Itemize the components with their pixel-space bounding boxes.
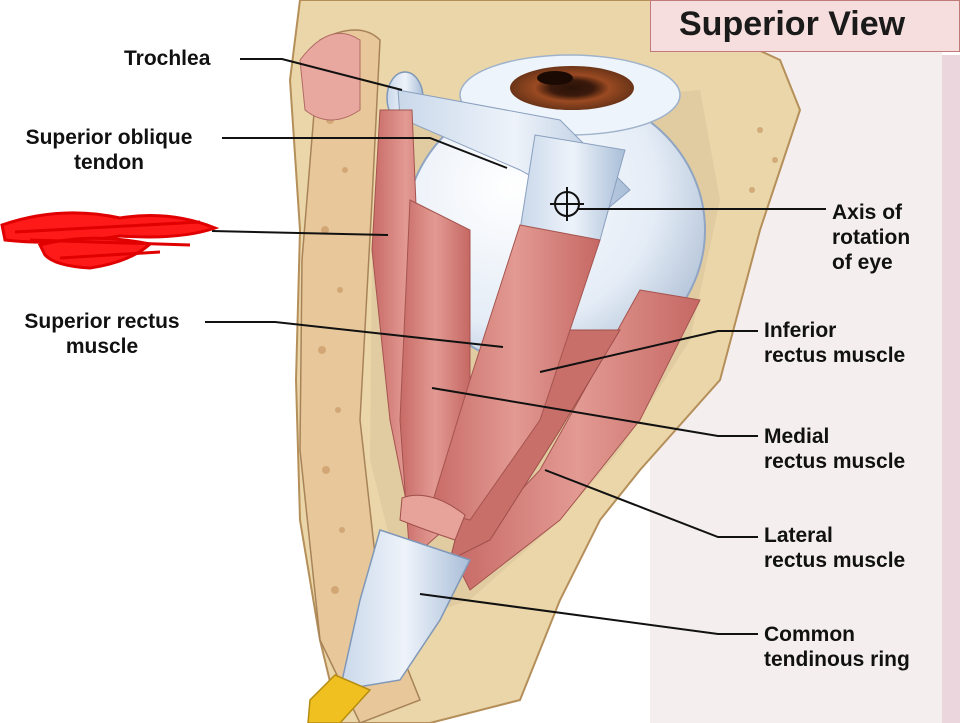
title-banner: Superior View: [650, 0, 960, 52]
label-common-tendinous-ring: Common tendinous ring: [764, 622, 910, 672]
label-axis-of-rotation: Axis of rotation of eye: [832, 200, 910, 275]
cut-muscle-end: [399, 494, 466, 541]
leader-medial-rectus: [431, 387, 758, 437]
axis-of-rotation-marker: [550, 187, 584, 221]
leader-inferior-rectus: [539, 330, 758, 373]
label-line: Medial: [764, 425, 830, 448]
label-inferior-rectus: Inferior rectus muscle: [764, 318, 905, 368]
label-line: Inferior: [764, 319, 837, 342]
common-tendinous-ring: [339, 529, 472, 691]
label-line: rotation: [832, 226, 911, 249]
superior-rectus-muscle: [429, 224, 601, 521]
leader-common-ring: [419, 593, 758, 635]
label-medial-rectus: Medial rectus muscle: [764, 424, 905, 474]
leader-trochlea: [240, 58, 403, 91]
lateral-rectus-muscle: [454, 289, 701, 591]
label-superior-oblique-tendon: Superior oblique tendon: [6, 125, 212, 175]
label-line: Superior rectus: [24, 310, 180, 333]
label-superior-rectus: Superior rectus muscle: [4, 309, 200, 359]
leader-superior-rectus: [205, 321, 504, 348]
label-line: muscle: [65, 335, 139, 358]
pupil: [537, 71, 573, 85]
left-bone-wall: [299, 29, 421, 723]
label-line: tendon: [74, 151, 144, 174]
leader-redacted: [211, 230, 389, 236]
label-line: rectus muscle: [764, 549, 906, 572]
redaction-scribble: [0, 211, 220, 270]
iris: [510, 66, 634, 110]
label-line: tendinous ring: [764, 648, 910, 671]
label-line: Axis of: [832, 201, 903, 224]
leader-superior-oblique-tendon: [222, 137, 508, 169]
label-line: of eye: [832, 251, 893, 274]
label-lateral-rectus: Lateral rectus muscle: [764, 523, 905, 573]
upper-left-tissue: [299, 32, 361, 121]
optic-nerve: [307, 674, 372, 723]
label-line: Common: [764, 623, 855, 646]
label-line: Superior oblique: [25, 126, 193, 149]
label-line: rectus muscle: [764, 450, 906, 473]
label-line: Lateral: [764, 524, 833, 547]
label-line: rectus muscle: [764, 344, 906, 367]
label-trochlea: Trochlea: [124, 47, 211, 70]
leader-lateral-rectus: [544, 469, 758, 538]
side-panel: [942, 55, 960, 723]
bone-pores: [318, 116, 778, 594]
page-title: Superior View: [679, 5, 906, 43]
